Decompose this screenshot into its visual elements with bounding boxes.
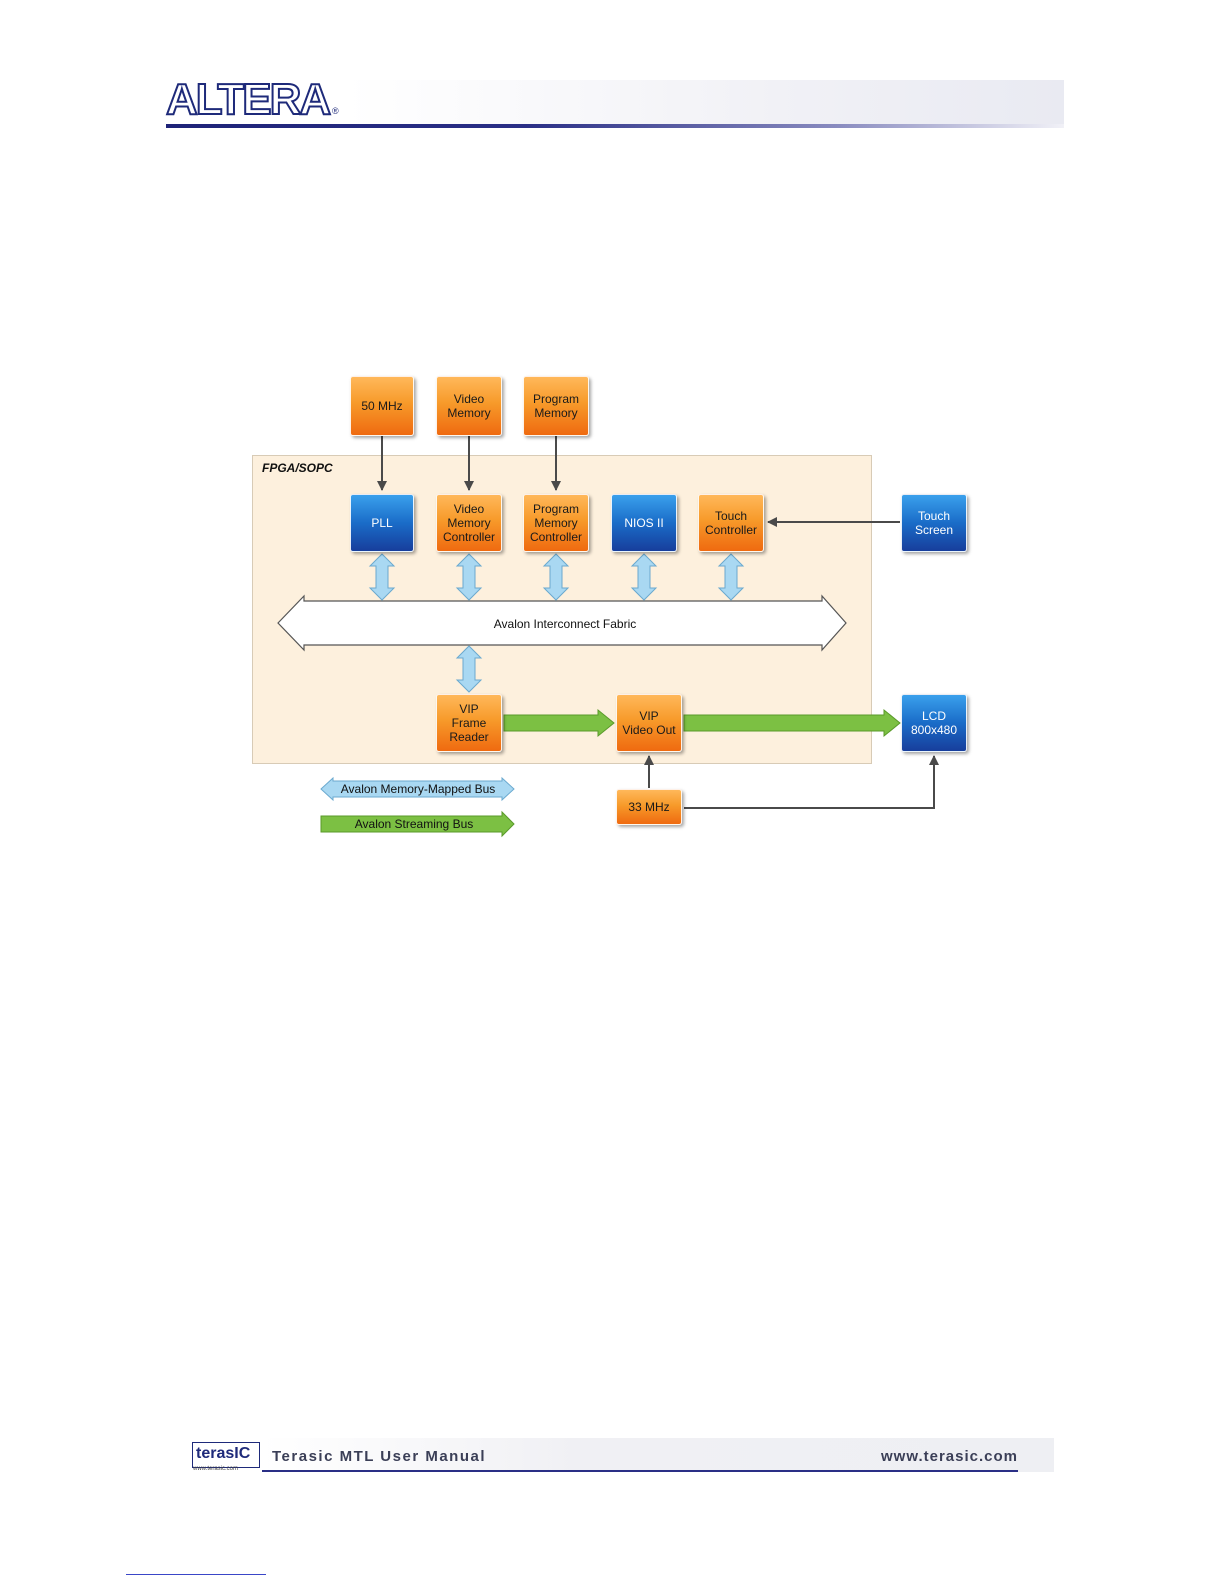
vip-video-out-block: VIP Video Out (616, 694, 682, 752)
avalon-fabric-label: Avalon Interconnect Fabric (493, 617, 637, 631)
mm-arrow-touchctrl (717, 553, 745, 601)
program-memory-controller-block: Program Memory Controller (523, 494, 589, 552)
bottom-link-underline (126, 1574, 266, 1575)
touch-controller-block: Touch Controller (698, 494, 764, 552)
clock-50mhz-block: 50 MHz (350, 376, 414, 436)
legend-memory-mapped-label: Avalon Memory-Mapped Bus (340, 782, 496, 796)
page-header: ALTERA ® (165, 74, 1064, 130)
lcd-block: LCD 800x480 (901, 694, 967, 752)
mm-arrow-videoctrl (455, 553, 483, 601)
avalon-fabric-arrow (277, 594, 847, 652)
pll-block: PLL (350, 494, 414, 552)
fpga-sopc-label: FPGA/SOPC (262, 461, 333, 475)
legend-mm-arrow (320, 776, 515, 802)
connector-33mhz-lcd (684, 755, 939, 809)
mm-bus-arrows (368, 553, 745, 693)
manual-title: Terasic MTL User Manual (272, 1448, 487, 1465)
streaming-bus-arrows (503, 708, 901, 738)
footer-rule (262, 1470, 1018, 1472)
footer-url[interactable]: www.terasic.com (881, 1448, 1018, 1465)
touch-screen-block: Touch Screen (901, 494, 967, 552)
terasic-logo: terasIC (192, 1442, 260, 1468)
mm-arrow-progctrl (542, 553, 570, 601)
terasic-logo-url: www.terasic.com (193, 1466, 239, 1472)
program-memory-block: Program Memory (523, 376, 589, 436)
vip-frame-reader-block: VIP Frame Reader (436, 694, 502, 752)
legend-streaming-label: Avalon Streaming Bus (354, 817, 474, 831)
header-rule (166, 124, 1064, 128)
altera-logo: ALTERA (165, 75, 332, 124)
mm-arrow-framereader (455, 645, 483, 693)
stream-arrow-reader-videoout (503, 708, 615, 738)
nios-ii-block: NIOS II (611, 494, 677, 552)
mm-arrow-pll (368, 553, 396, 601)
footer-gradient (262, 1438, 1054, 1472)
video-memory-controller-block: Video Memory Controller (436, 494, 502, 552)
stream-arrow-videoout-lcd (683, 708, 901, 738)
registered-mark: ® (332, 106, 339, 116)
video-memory-block: Video Memory (436, 376, 502, 436)
header-gradient (346, 80, 1064, 124)
legend-streaming-arrow (320, 810, 515, 838)
clock-33mhz-block: 33 MHz (616, 789, 682, 825)
mm-arrow-nios (630, 553, 658, 601)
page-footer: terasIC www.terasic.com Terasic MTL User… (192, 1438, 1054, 1474)
